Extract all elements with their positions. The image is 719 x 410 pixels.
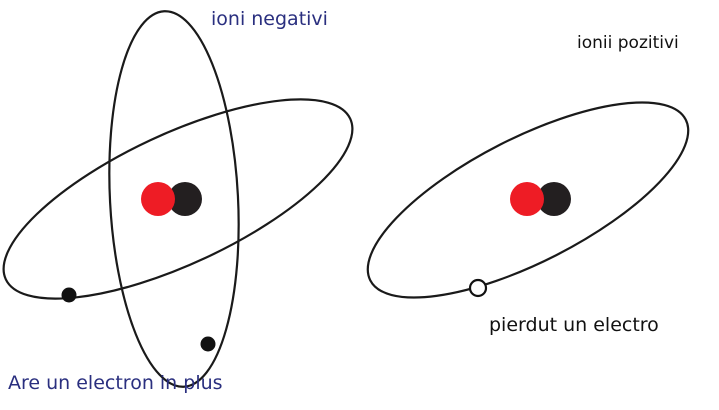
orbit-vertical xyxy=(108,10,240,388)
negative-ion xyxy=(2,10,354,388)
orbit-tilted xyxy=(2,98,354,300)
neutron xyxy=(537,182,571,216)
orbit-tilted xyxy=(366,101,690,299)
proton xyxy=(510,182,544,216)
positive-ion xyxy=(366,101,690,299)
negative-ion-title: ioni negativi xyxy=(211,8,328,30)
electron xyxy=(61,287,77,303)
positive-ion-title: ionii pozitivi xyxy=(577,33,679,53)
extra-electron-caption: Are un electron in plus xyxy=(8,372,223,394)
neutron xyxy=(168,182,202,216)
extra-electron xyxy=(200,336,216,352)
lost-electron-hole xyxy=(468,278,488,298)
lost-electron-caption: pierdut un electro xyxy=(489,314,659,336)
proton xyxy=(141,182,175,216)
